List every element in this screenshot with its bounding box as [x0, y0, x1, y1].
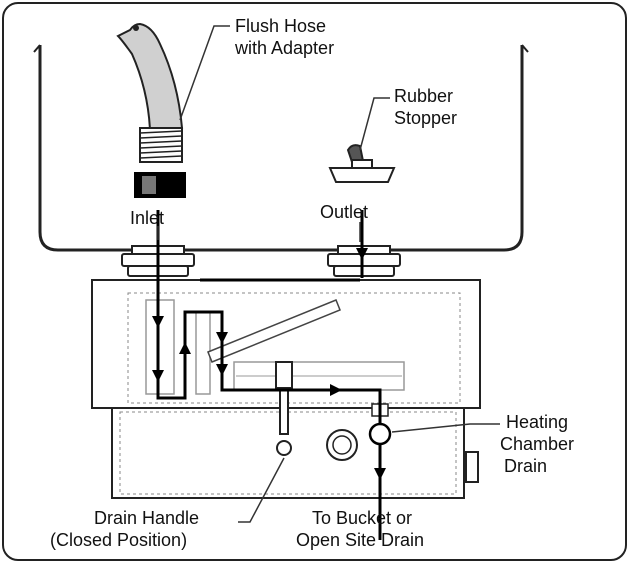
hose-adapter — [134, 172, 186, 198]
to-bucket-label-2: Open Site Drain — [296, 530, 424, 550]
flush-hose-label-2: with Adapter — [234, 38, 334, 58]
diagram-frame — [2, 2, 627, 561]
to-bucket-label: To Bucket or — [312, 508, 412, 528]
outlet-label: Outlet — [320, 202, 368, 222]
heating-chamber-label-3: Drain — [504, 456, 547, 476]
basin-outline — [38, 45, 524, 252]
inlet-label: Inlet — [130, 208, 164, 228]
drain-valve — [326, 429, 358, 461]
flush-hose-label: Flush Hose — [235, 16, 326, 36]
outlet-fitting — [327, 245, 401, 277]
drain-handle-label-2: (Closed Position) — [50, 530, 187, 550]
flow-arrows — [152, 230, 386, 480]
rubber-stopper-label-2: Stopper — [394, 108, 457, 128]
heating-chamber-drain-icon — [368, 422, 392, 446]
leader-lines — [157, 25, 500, 523]
heating-chamber-label-2: Chamber — [500, 434, 574, 454]
heating-chamber-label: Heating — [506, 412, 568, 432]
flush-hose[interactable] — [116, 22, 186, 198]
drain-handle-label: Drain Handle — [94, 508, 199, 528]
drain-handle[interactable] — [275, 361, 293, 456]
rubber-stopper-label: Rubber — [394, 86, 453, 106]
rubber-stopper[interactable] — [328, 144, 396, 183]
